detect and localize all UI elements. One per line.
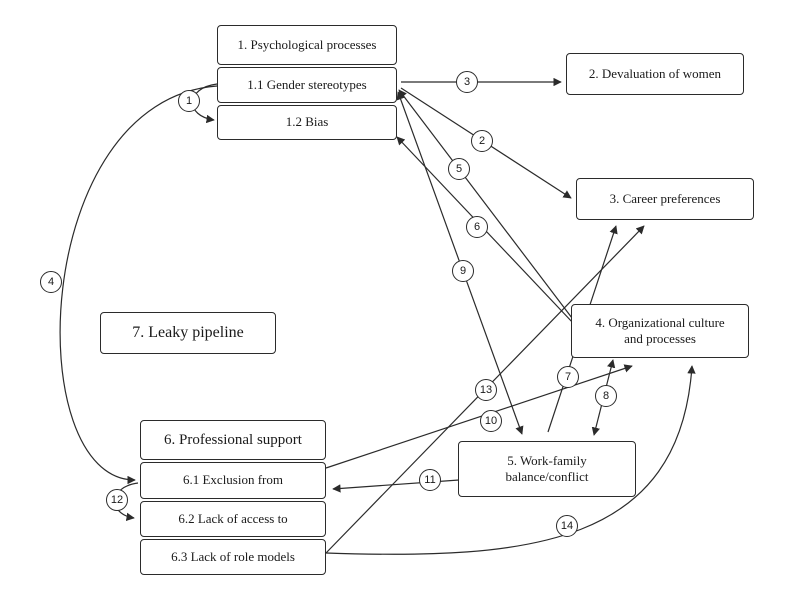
connector-5 [398,89,573,319]
box-work-family: 5. Work-family balance/conflict [458,441,636,497]
connector-10 [325,364,633,469]
box-label-line: 4. Organizational culture [595,314,725,330]
box-organizational-culture: 4. Organizational culture and processes [571,304,749,358]
link-badge-6: 6 [466,216,488,238]
box-label: 6. Professional support [164,431,302,448]
box-career-preferences: 3. Career preferences [576,178,754,220]
box-professional-support: 6. Professional support [140,420,326,460]
connector-14 [325,365,696,555]
box-lack-of-role-models: 6.3 Lack of role models [140,539,326,575]
box-label-line: 5. Work-family [507,452,587,468]
link-badge-9: 9 [452,260,474,282]
link-badge-13: 13 [475,379,497,401]
box-exclusion-from: 6.1 Exclusion from [140,462,326,499]
box-bias: 1.2 Bias [217,105,397,140]
link-badge-2: 2 [471,130,493,152]
link-badge-8: 8 [595,385,617,407]
box-label: 6.3 Lack of role models [171,548,295,564]
connector-4 [59,85,218,485]
box-label: 1.1 Gender stereotypes [247,76,367,92]
box-label: 6.1 Exclusion from [182,472,283,488]
link-badge-10: 10 [480,410,502,432]
box-label: 1. Psychological processes [237,36,377,52]
box-label: 1.2 Bias [285,114,329,130]
box-psychological-processes: 1. Psychological processes [217,25,397,65]
box-gender-stereotypes: 1.1 Gender stereotypes [217,67,397,103]
link-badge-1: 1 [178,90,200,112]
box-label: 6.2 Lack of access to [178,510,288,526]
box-devaluation-of-women: 2. Devaluation of women [566,53,744,95]
link-badge-11: 11 [419,469,441,491]
link-badge-4: 4 [40,271,62,293]
link-badge-12: 12 [106,489,128,511]
link-badge-7: 7 [557,366,579,388]
box-label: 3. Career preferences [609,190,721,206]
box-label-line: balance/conflict [505,469,589,484]
link-badge-14: 14 [556,515,578,537]
box-label-line: and processes [624,331,696,346]
box-label: 2. Devaluation of women [588,65,722,81]
link-badge-5: 5 [448,158,470,180]
box-label: 7. Leaky pipeline [132,324,244,341]
box-lack-of-access: 6.2 Lack of access to [140,501,326,537]
link-badge-3: 3 [456,71,478,93]
box-leaky-pipeline: 7. Leaky pipeline [100,312,276,354]
